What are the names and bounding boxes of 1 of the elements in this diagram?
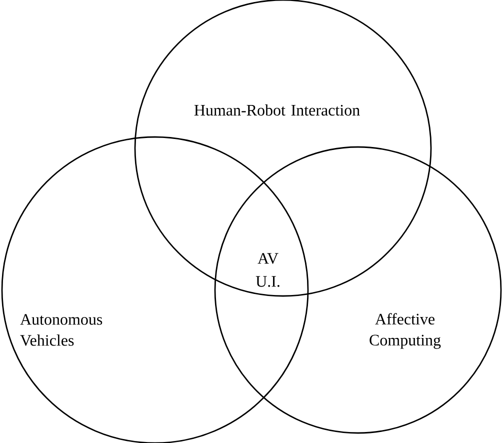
overlap-label: AV U.I. — [256, 253, 280, 287]
